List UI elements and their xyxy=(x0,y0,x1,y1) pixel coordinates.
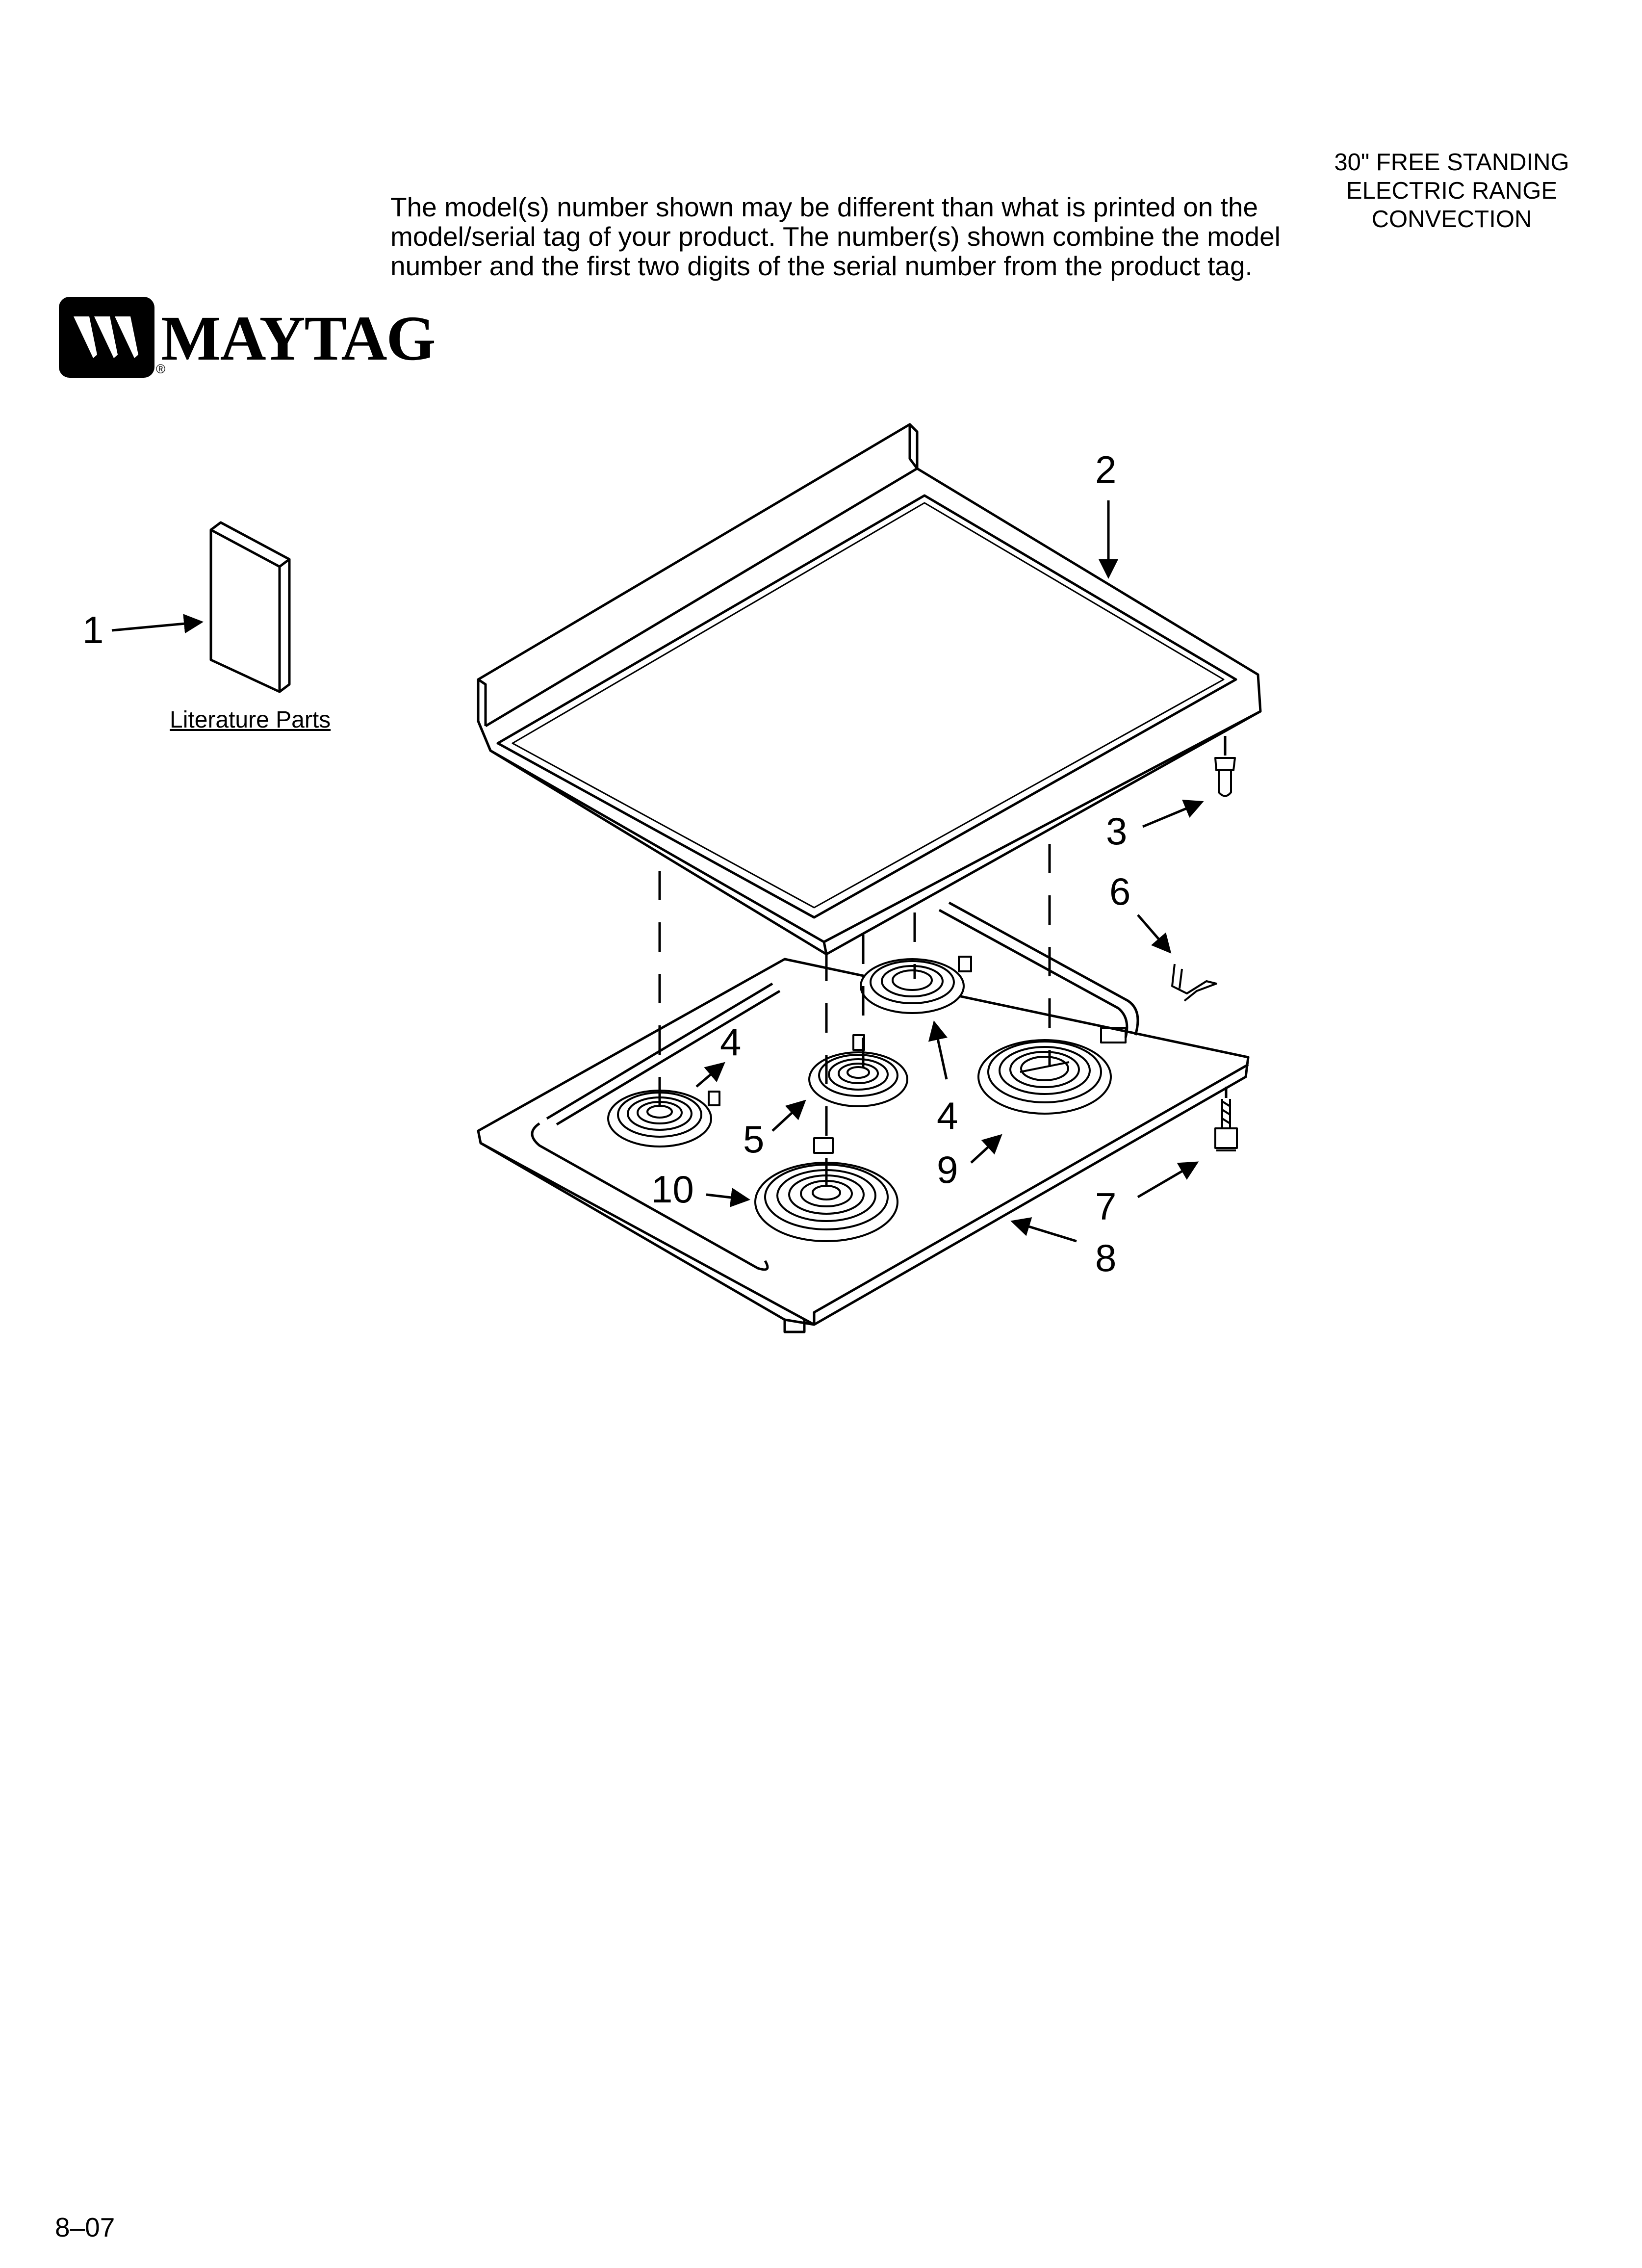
product-title: 30" FREE STANDING ELECTRIC RANGE CONVECT… xyxy=(1305,148,1599,234)
title-line: ELECTRIC RANGE xyxy=(1346,178,1558,204)
logo-wordmark: MAYTAG xyxy=(161,303,436,374)
burner-box xyxy=(477,901,1250,1333)
note-line: model/serial tag of your product. The nu… xyxy=(390,221,1281,252)
leader-arrows xyxy=(111,500,1204,1243)
callout-3: 3 xyxy=(1106,809,1128,853)
cooktop-main-top xyxy=(477,423,1262,956)
callout-4-left: 4 xyxy=(720,1020,742,1064)
alignment-lines xyxy=(658,736,1228,1192)
literature-booklet xyxy=(209,521,291,693)
clip-part-6 xyxy=(1171,964,1217,1002)
revision-code: 8–07 xyxy=(55,2212,115,2242)
note-line: The model(s) number shown may be differe… xyxy=(390,192,1258,222)
maytag-logo: MAYTAG ® xyxy=(59,297,436,385)
callout-9: 9 xyxy=(937,1148,958,1191)
burner-small-rear xyxy=(860,956,972,1014)
callout-4-right: 4 xyxy=(937,1094,958,1137)
registered-mark: ® xyxy=(156,362,166,376)
title-line: 30" FREE STANDING xyxy=(1334,149,1569,176)
callout-8: 8 xyxy=(1095,1236,1117,1279)
callout-5: 5 xyxy=(743,1118,765,1161)
title-line: CONVECTION xyxy=(1371,206,1532,233)
callout-10: 10 xyxy=(651,1168,694,1211)
screw-part-3 xyxy=(1214,757,1236,797)
screw-part-7 xyxy=(1214,1099,1238,1151)
maytag-emblem-icon xyxy=(59,297,154,378)
callout-7: 7 xyxy=(1095,1185,1117,1228)
callout-1: 1 xyxy=(82,608,104,652)
callout-6: 6 xyxy=(1109,870,1131,913)
burner-large-right xyxy=(977,1027,1127,1115)
literature-parts-label: Literature Parts xyxy=(170,707,331,733)
callout-2: 2 xyxy=(1095,448,1117,491)
model-number-note: The model(s) number shown may be differe… xyxy=(390,192,1347,281)
note-line: number and the first two digits of the s… xyxy=(390,251,1253,281)
